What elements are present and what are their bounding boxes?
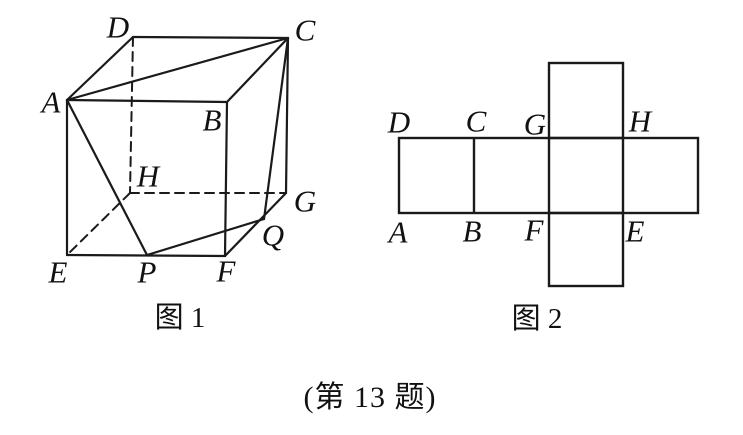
net-bottom-square [547,211,625,288]
problem-number-caption: (第 13 题) [303,381,437,414]
figure2-vertex-label-A: A [387,215,409,250]
figure2-net-diagram: D C G H A B F E [387,61,700,288]
figure2-vertex-label-F: F [524,213,545,248]
edge-BC [225,36,290,104]
figure1-vertex-label-D: D [106,10,129,45]
edge-AD [65,35,135,102]
edge-CQ [262,36,290,221]
figure2-vertex-label-H: H [628,104,653,139]
edge-AP [65,98,149,257]
figure2-vertex-label-C: C [466,104,487,139]
figure1-vertex-label-H: H [136,159,161,194]
figure2-caption: 图 2 [511,303,563,335]
edge-DH-hidden [129,36,134,194]
figure2-vertex-label-D: D [387,105,410,140]
figure1-vertex-label-B: B [203,103,222,138]
figure2-vertex-label-E: E [625,214,645,249]
net-top-square [547,61,625,140]
figure1-vertex-label-A: A [40,85,62,120]
edge-EF [65,253,227,258]
edge-CG [284,36,290,195]
edge-DC [131,35,290,40]
figure2-vertex-label-G: G [524,107,546,142]
figure1-vertex-label-C: C [295,13,316,48]
figure1-vertex-label-E: E [48,255,68,290]
edge-BF [223,100,229,258]
figure1-vertex-label-G: G [294,184,316,219]
figure1-vertex-label-P: P [137,255,157,290]
figure1-caption: 图 1 [154,302,206,334]
figure1-cube-diagram: A B C D E F G H P Q [40,10,317,290]
edge-AB [65,98,229,104]
edge-FG [223,191,288,258]
figure2-vertex-label-B: B [463,214,482,249]
figure1-vertex-label-Q: Q [262,218,284,253]
figure1-vertex-label-F: F [216,254,237,289]
edge-AC [65,36,290,102]
edge-PQ [145,217,266,257]
